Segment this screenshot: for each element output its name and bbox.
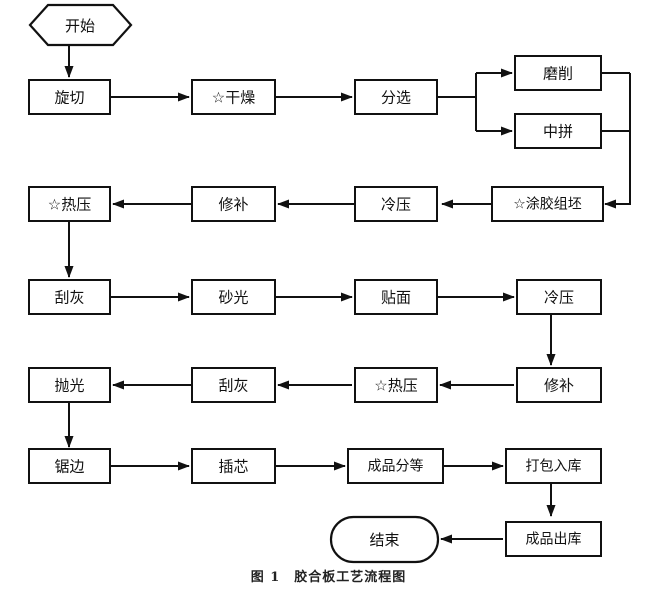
tiemian-box-shape — [354, 279, 438, 315]
node-xiubu2[interactable]: 修补 — [516, 367, 602, 403]
reya1-box-shape — [28, 186, 111, 222]
guahui1-label: 刮灰 — [54, 289, 84, 307]
node-end[interactable]: 结束 — [329, 515, 440, 564]
node-shaguang[interactable]: 砂光 — [191, 279, 276, 315]
moxiao-label: 磨削 — [543, 65, 573, 83]
edge-merge-to-tujiao — [604, 73, 631, 209]
start-label: 开始 — [65, 17, 95, 35]
reya1-label: ☆热压 — [48, 196, 91, 214]
lengya1-box-shape — [354, 186, 438, 222]
guahui2-box-shape — [191, 367, 276, 403]
xiubu1-label: 修补 — [218, 196, 248, 214]
node-paoguang[interactable]: 抛光 — [28, 367, 111, 403]
chaxin-label: 插芯 — [218, 458, 248, 476]
chengpinfendeng-box-shape — [347, 448, 444, 484]
fenxuan-label: 分选 — [381, 89, 411, 107]
fenxuan-box-shape — [354, 79, 438, 115]
reya2-box-shape — [354, 367, 438, 403]
node-dabaoruku[interactable]: 打包入库 — [505, 448, 602, 484]
paoguang-box-shape — [28, 367, 111, 403]
dabaoruku-box-shape — [505, 448, 602, 484]
zhongpin-label: 中拼 — [543, 123, 573, 141]
node-tujiao[interactable]: ☆涂胶组坯 — [491, 186, 604, 222]
jubian-label: 锯边 — [54, 458, 84, 476]
xiubu2-box-shape — [516, 367, 602, 403]
zhongpin-box-shape — [514, 113, 602, 149]
node-guahui2[interactable]: 刮灰 — [191, 367, 276, 403]
chengpinfendeng-label: 成品分等 — [368, 458, 424, 475]
paoguang-label: 抛光 — [54, 377, 84, 395]
shaguang-label: 砂光 — [218, 289, 248, 307]
ganzao-box-shape — [191, 79, 276, 115]
xiubu1-box-shape — [191, 186, 276, 222]
lengya1-label: 冷压 — [381, 196, 411, 214]
ganzao-label: ☆干燥 — [212, 89, 255, 107]
flowchart-canvas: 开始 旋切 ☆干燥 分选 磨削 中拼 ☆涂胶组坯 — [28, 3, 631, 564]
node-start[interactable]: 开始 — [28, 3, 133, 47]
node-chengpinchuku[interactable]: 成品出库 — [505, 521, 602, 557]
guahui2-label: 刮灰 — [218, 377, 248, 395]
chengpinchuku-label: 成品出库 — [526, 532, 582, 548]
end-label: 结束 — [369, 531, 399, 549]
xiubu2-label: 修补 — [544, 377, 574, 395]
xuanqie-label: 旋切 — [54, 89, 84, 107]
tujiao-label: ☆涂胶组坯 — [513, 196, 582, 213]
tiemian-label: 贴面 — [381, 289, 411, 307]
node-lengya1[interactable]: 冷压 — [354, 186, 438, 222]
guahui1-box-shape — [28, 279, 111, 315]
lengya2-label: 冷压 — [544, 289, 574, 307]
node-reya1[interactable]: ☆热压 — [28, 186, 111, 222]
end-stadium-shape — [329, 515, 440, 564]
dabaoruku-label: 打包入库 — [526, 458, 582, 475]
figure-caption: 图 1 胶合板工艺流程图 — [250, 570, 407, 585]
node-lengya2[interactable]: 冷压 — [516, 279, 602, 315]
shaguang-box-shape — [191, 279, 276, 315]
node-chengpinfendeng[interactable]: 成品分等 — [347, 448, 444, 484]
reya2-label: ☆热压 — [374, 377, 417, 395]
moxiao-box-shape — [514, 55, 602, 91]
node-ganzao[interactable]: ☆干燥 — [191, 79, 276, 115]
node-guahui1[interactable]: 刮灰 — [28, 279, 111, 315]
edges-layer — [64, 45, 631, 544]
node-tiemian[interactable]: 贴面 — [354, 279, 438, 315]
node-fenxuan[interactable]: 分选 — [354, 79, 438, 115]
chaxin-box-shape — [191, 448, 276, 484]
lengya2-box-shape — [516, 279, 602, 315]
node-xiubu1[interactable]: 修补 — [191, 186, 276, 222]
node-chaxin[interactable]: 插芯 — [191, 448, 276, 484]
chengpinchuku-box-shape — [505, 521, 602, 557]
node-xuanqie[interactable]: 旋切 — [28, 79, 111, 115]
tujiao-box-shape — [491, 186, 604, 222]
start-hexagon-shape — [28, 3, 133, 47]
node-reya2[interactable]: ☆热压 — [354, 367, 438, 403]
jubian-box-shape — [28, 448, 111, 484]
node-moxiao[interactable]: 磨削 — [514, 55, 602, 91]
node-jubian[interactable]: 锯边 — [28, 448, 111, 484]
node-zhongpin[interactable]: 中拼 — [514, 113, 602, 149]
xuanqie-box-shape — [28, 79, 111, 115]
